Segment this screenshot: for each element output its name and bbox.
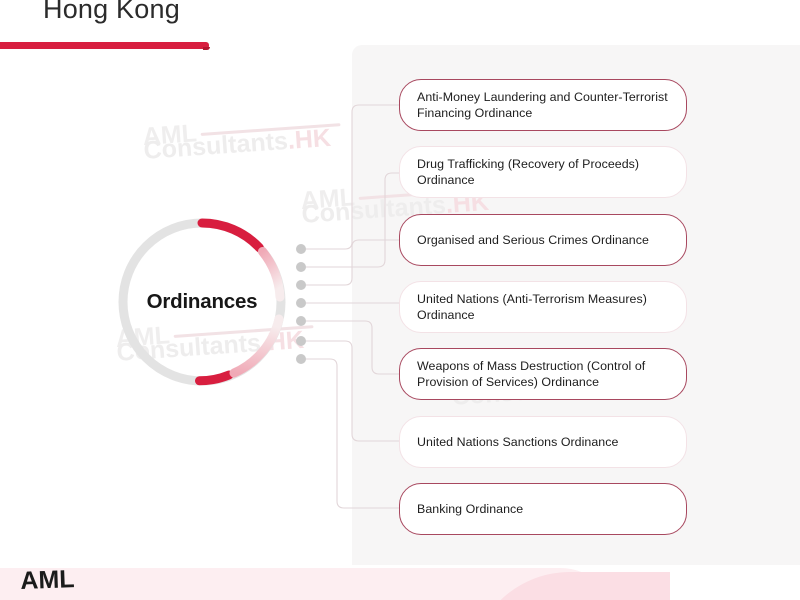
connector-dot (296, 354, 306, 364)
ring-center-label: Ordinances (146, 290, 258, 313)
ordinance-box[interactable]: Organised and Serious Crimes Ordinance (399, 214, 687, 266)
ordinance-label: Banking Ordinance (417, 501, 524, 516)
ordinance-box[interactable]: Anti-Money Laundering and Counter-Terror… (399, 79, 687, 131)
ordinance-label: Organised and Serious Crimes Ordinance (417, 232, 649, 247)
watermark-line1: AML (141, 119, 198, 151)
connector-dot (296, 280, 306, 290)
watermark-aml-consultants: AML Consultants.HK (141, 112, 342, 165)
connector-dot (296, 262, 306, 272)
connector-dot (296, 298, 306, 308)
connector-dot (296, 336, 306, 346)
ring-accent-top (197, 218, 264, 253)
ordinances-ring: Ordinances (113, 213, 291, 391)
title-underline-rule (0, 42, 210, 50)
ordinance-label: United Nations (Anti-Terrorism Measures)… (417, 291, 647, 322)
ordinance-label: Weapons of Mass Destruction (Control of … (417, 358, 646, 389)
connector-dots (296, 244, 306, 364)
ordinance-box[interactable]: United Nations Sanctions Ordinance (399, 416, 687, 468)
ordinance-label: Drug Trafficking (Recovery of Proceeds) … (417, 156, 640, 187)
watermark-suffix: .HK (286, 123, 332, 155)
connector-dot (296, 316, 306, 326)
ordinance-box[interactable]: Weapons of Mass Destruction (Control of … (399, 348, 687, 400)
watermark-line2: Consultants.HK (142, 123, 332, 165)
ordinance-box[interactable]: United Nations (Anti-Terrorism Measures)… (399, 281, 687, 333)
page-title: Hong Kong (43, 0, 180, 24)
watermark-swoosh (200, 123, 341, 136)
ordinance-box[interactable]: Drug Trafficking (Recovery of Proceeds) … (399, 146, 687, 198)
ordinance-label: United Nations Sanctions Ordinance (417, 434, 619, 449)
ordinance-label: Anti-Money Laundering and Counter-Terror… (417, 89, 668, 120)
ring-accent-top-fade (258, 247, 285, 302)
ordinance-box[interactable]: Banking Ordinance (399, 483, 687, 535)
connector-dot (296, 244, 306, 254)
ring-accent-bottom (195, 370, 234, 386)
